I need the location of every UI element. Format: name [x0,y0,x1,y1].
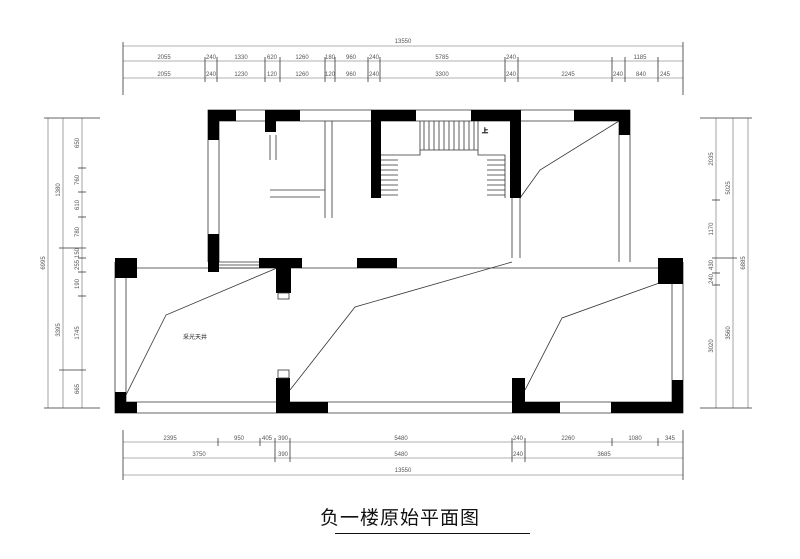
dimension-label: 240 [369,55,380,61]
dimension-label: 760 [75,174,81,185]
dimension-label: 3395 [56,323,62,337]
dimension-label: 2035 [709,152,715,166]
dimension-label: 5785 [435,55,449,61]
dimension-label: 3685 [597,452,611,458]
dimension-label: 2055 [157,55,171,61]
top-dimension-chain: 13550 2055 240 1330 620 1260 180 960 240 5785 240… [122,39,684,95]
dimension-label: 240 [506,72,517,78]
dimension-label: 665 [75,383,81,394]
dimension-label: 150 [75,247,81,258]
dimension-label: 5025 [726,181,732,195]
dimension-label: 1260 [295,55,309,61]
dimension-label: 180 [325,55,336,61]
dimension-label: 120 [267,72,278,78]
dimension-label: 3300 [435,72,449,78]
dimension-label: 3020 [709,339,715,353]
dimension-label: 1230 [234,72,248,78]
dimension-label: 120 [325,72,336,78]
dimension-label: 950 [234,436,245,442]
dimension-label: 5480 [394,436,408,442]
dimension-label: 1260 [295,72,309,78]
dimension-label: 240 [513,452,524,458]
dimension-label: 240 [613,72,624,78]
dimension-label: 650 [75,137,81,148]
drawing-title: 负一楼原始平面图 [319,507,480,529]
dim-top-total: 13550 [395,39,412,45]
column-outlines [277,292,290,379]
svg-text:上: 上 [482,127,488,135]
dimension-label: 610 [75,199,81,210]
dim-bottom-total: 13550 [395,468,412,474]
dimension-label: 190 [75,278,81,289]
dimension-label: 2055 [157,72,171,78]
dimension-label: 3750 [192,452,206,458]
dimension-label: 245 [660,72,671,78]
dimension-label: 430 [709,259,715,270]
bottom-dimension-chain: 2395 950 405 390 5480 240 2260 1080 345 3750 390 5… [122,430,684,480]
dimension-label: 240 [513,436,524,442]
dimension-label: 2260 [561,436,575,442]
dimension-label: 1380 [56,183,62,197]
dimension-label: 2395 [163,436,177,442]
light-well-label: 采光天井 [183,333,207,341]
dimension-label: 1185 [634,55,648,61]
dimension-label: 780 [75,226,81,237]
dimension-label: 240 [369,72,380,78]
dimension-label: 1745 [75,326,81,340]
staircase: 上 [379,121,506,198]
dimension-label: 240 [506,55,517,61]
dimension-label: 620 [267,55,278,61]
right-dimension-chain: 6885 5025 3560 2035 1170 430 240 3020 [700,117,752,409]
dimension-label: 2245 [561,72,575,78]
title-underline [335,533,530,534]
dimension-label: 240 [206,55,217,61]
dimension-label: 3560 [726,326,732,340]
dimension-label: 1080 [628,436,642,442]
dimension-label: 1170 [709,222,715,236]
dimension-label: 840 [636,72,647,78]
dimension-label: 5480 [394,452,408,458]
dimension-label: 1330 [234,55,248,61]
dim-right-total: 6885 [741,256,747,270]
structural-walls [115,110,683,413]
dimension-label: 390 [278,436,289,442]
dimension-label: 390 [278,452,289,458]
dimension-label: 405 [262,436,273,442]
dimension-label: 240 [709,273,715,284]
dimension-label: 960 [346,55,357,61]
wall-outlines [114,109,684,414]
dimension-label: 255 [75,259,81,270]
dimension-label: 240 [206,72,217,78]
dimension-label: 345 [665,436,676,442]
dim-left-total: 6995 [41,256,47,270]
dimension-label: 960 [346,72,357,78]
